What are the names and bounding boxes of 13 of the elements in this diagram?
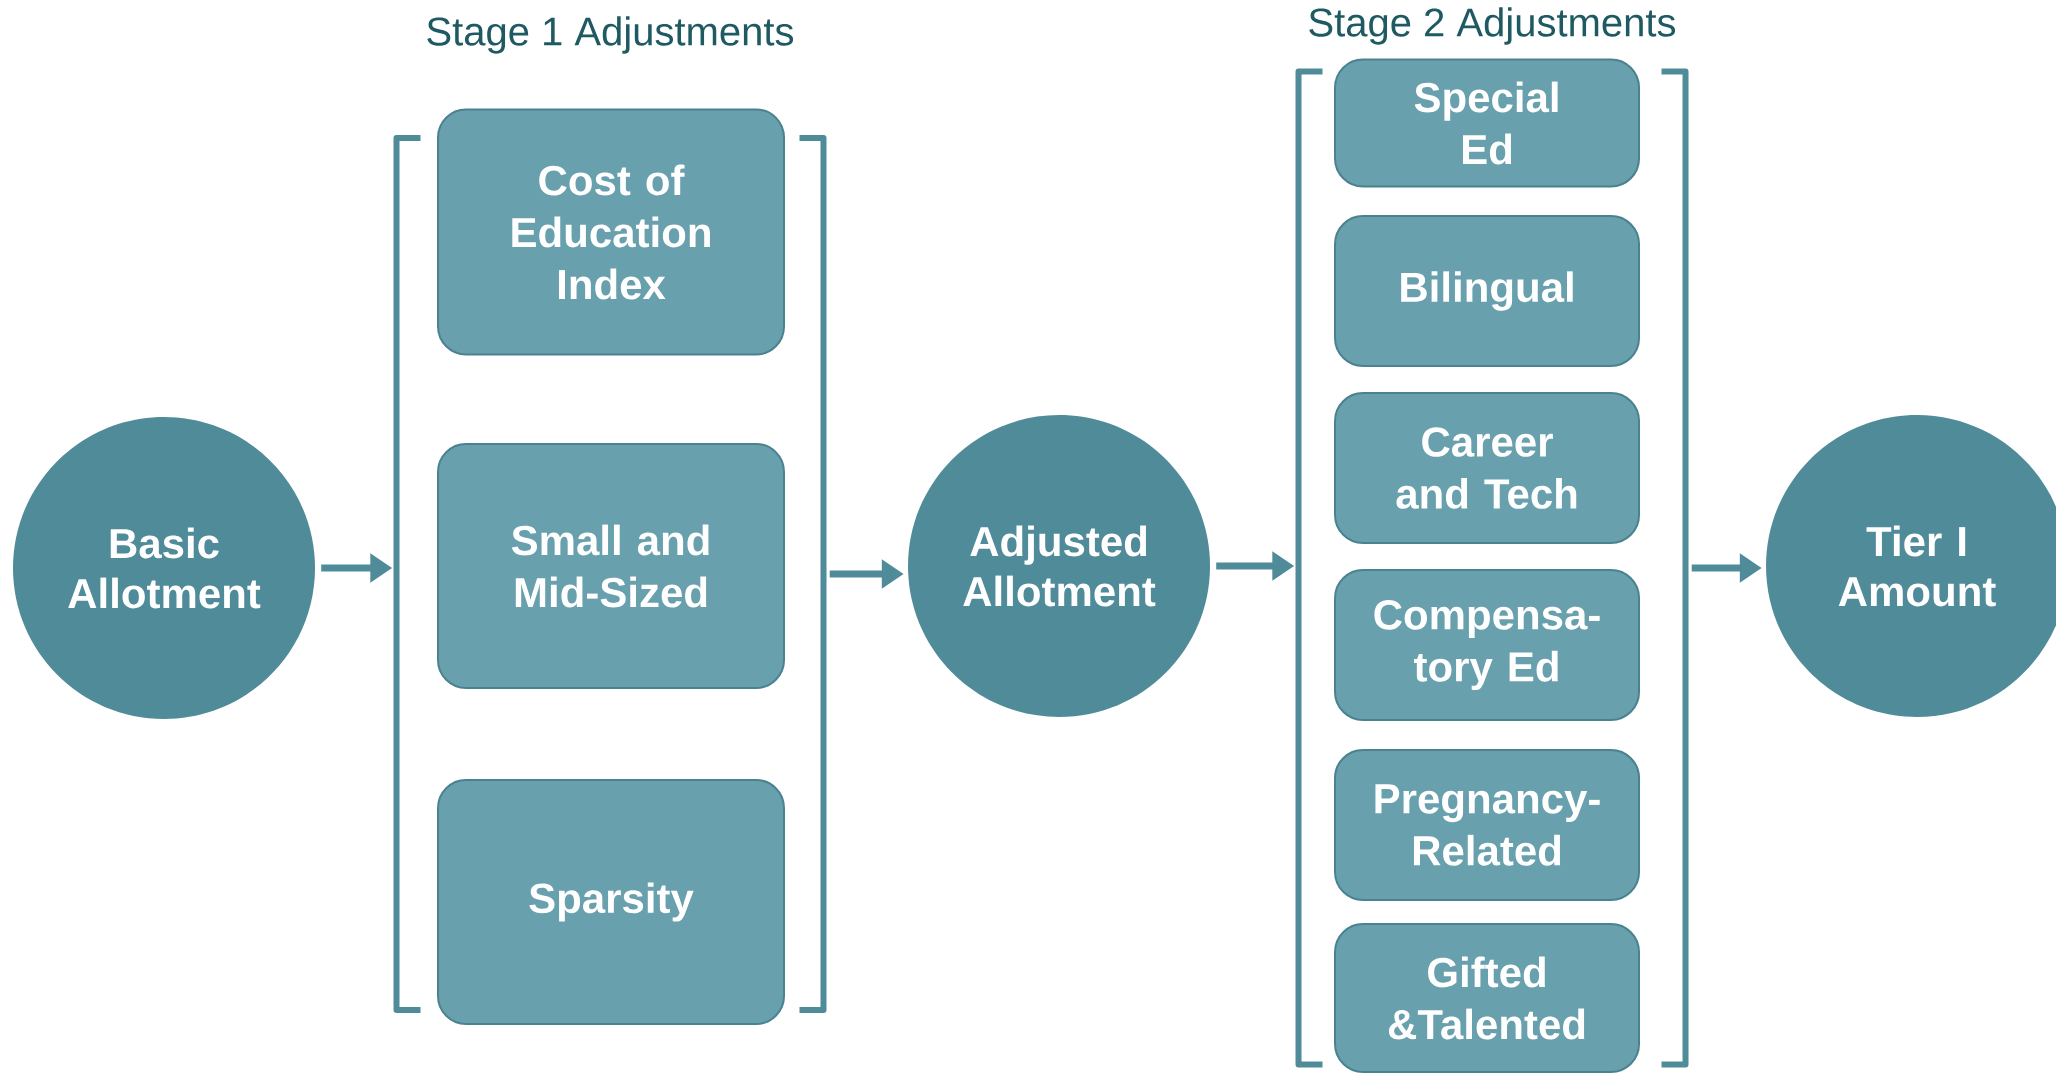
process-box: Special Ed	[1334, 58, 1640, 188]
process-box: Sparsity	[437, 779, 785, 1025]
process-box: Bilingual	[1334, 215, 1640, 367]
process-box: Career and Tech	[1334, 392, 1640, 544]
process-box: Compensa-tory Ed	[1334, 569, 1640, 721]
process-box: Pregnancy-Related	[1334, 749, 1640, 901]
circle-node: Adjusted Allotment	[908, 415, 1210, 717]
circle-node: Basic Allotment	[13, 417, 315, 719]
process-box: Cost of Education Index	[437, 108, 785, 356]
stage-heading: Stage 2 Adjustments	[1309, 7, 1676, 45]
process-box: Small and Mid-Sized	[437, 443, 785, 689]
process-box: Gifted &Talented	[1334, 923, 1640, 1073]
stage-heading: Stage 1 Adjustments	[427, 16, 794, 54]
